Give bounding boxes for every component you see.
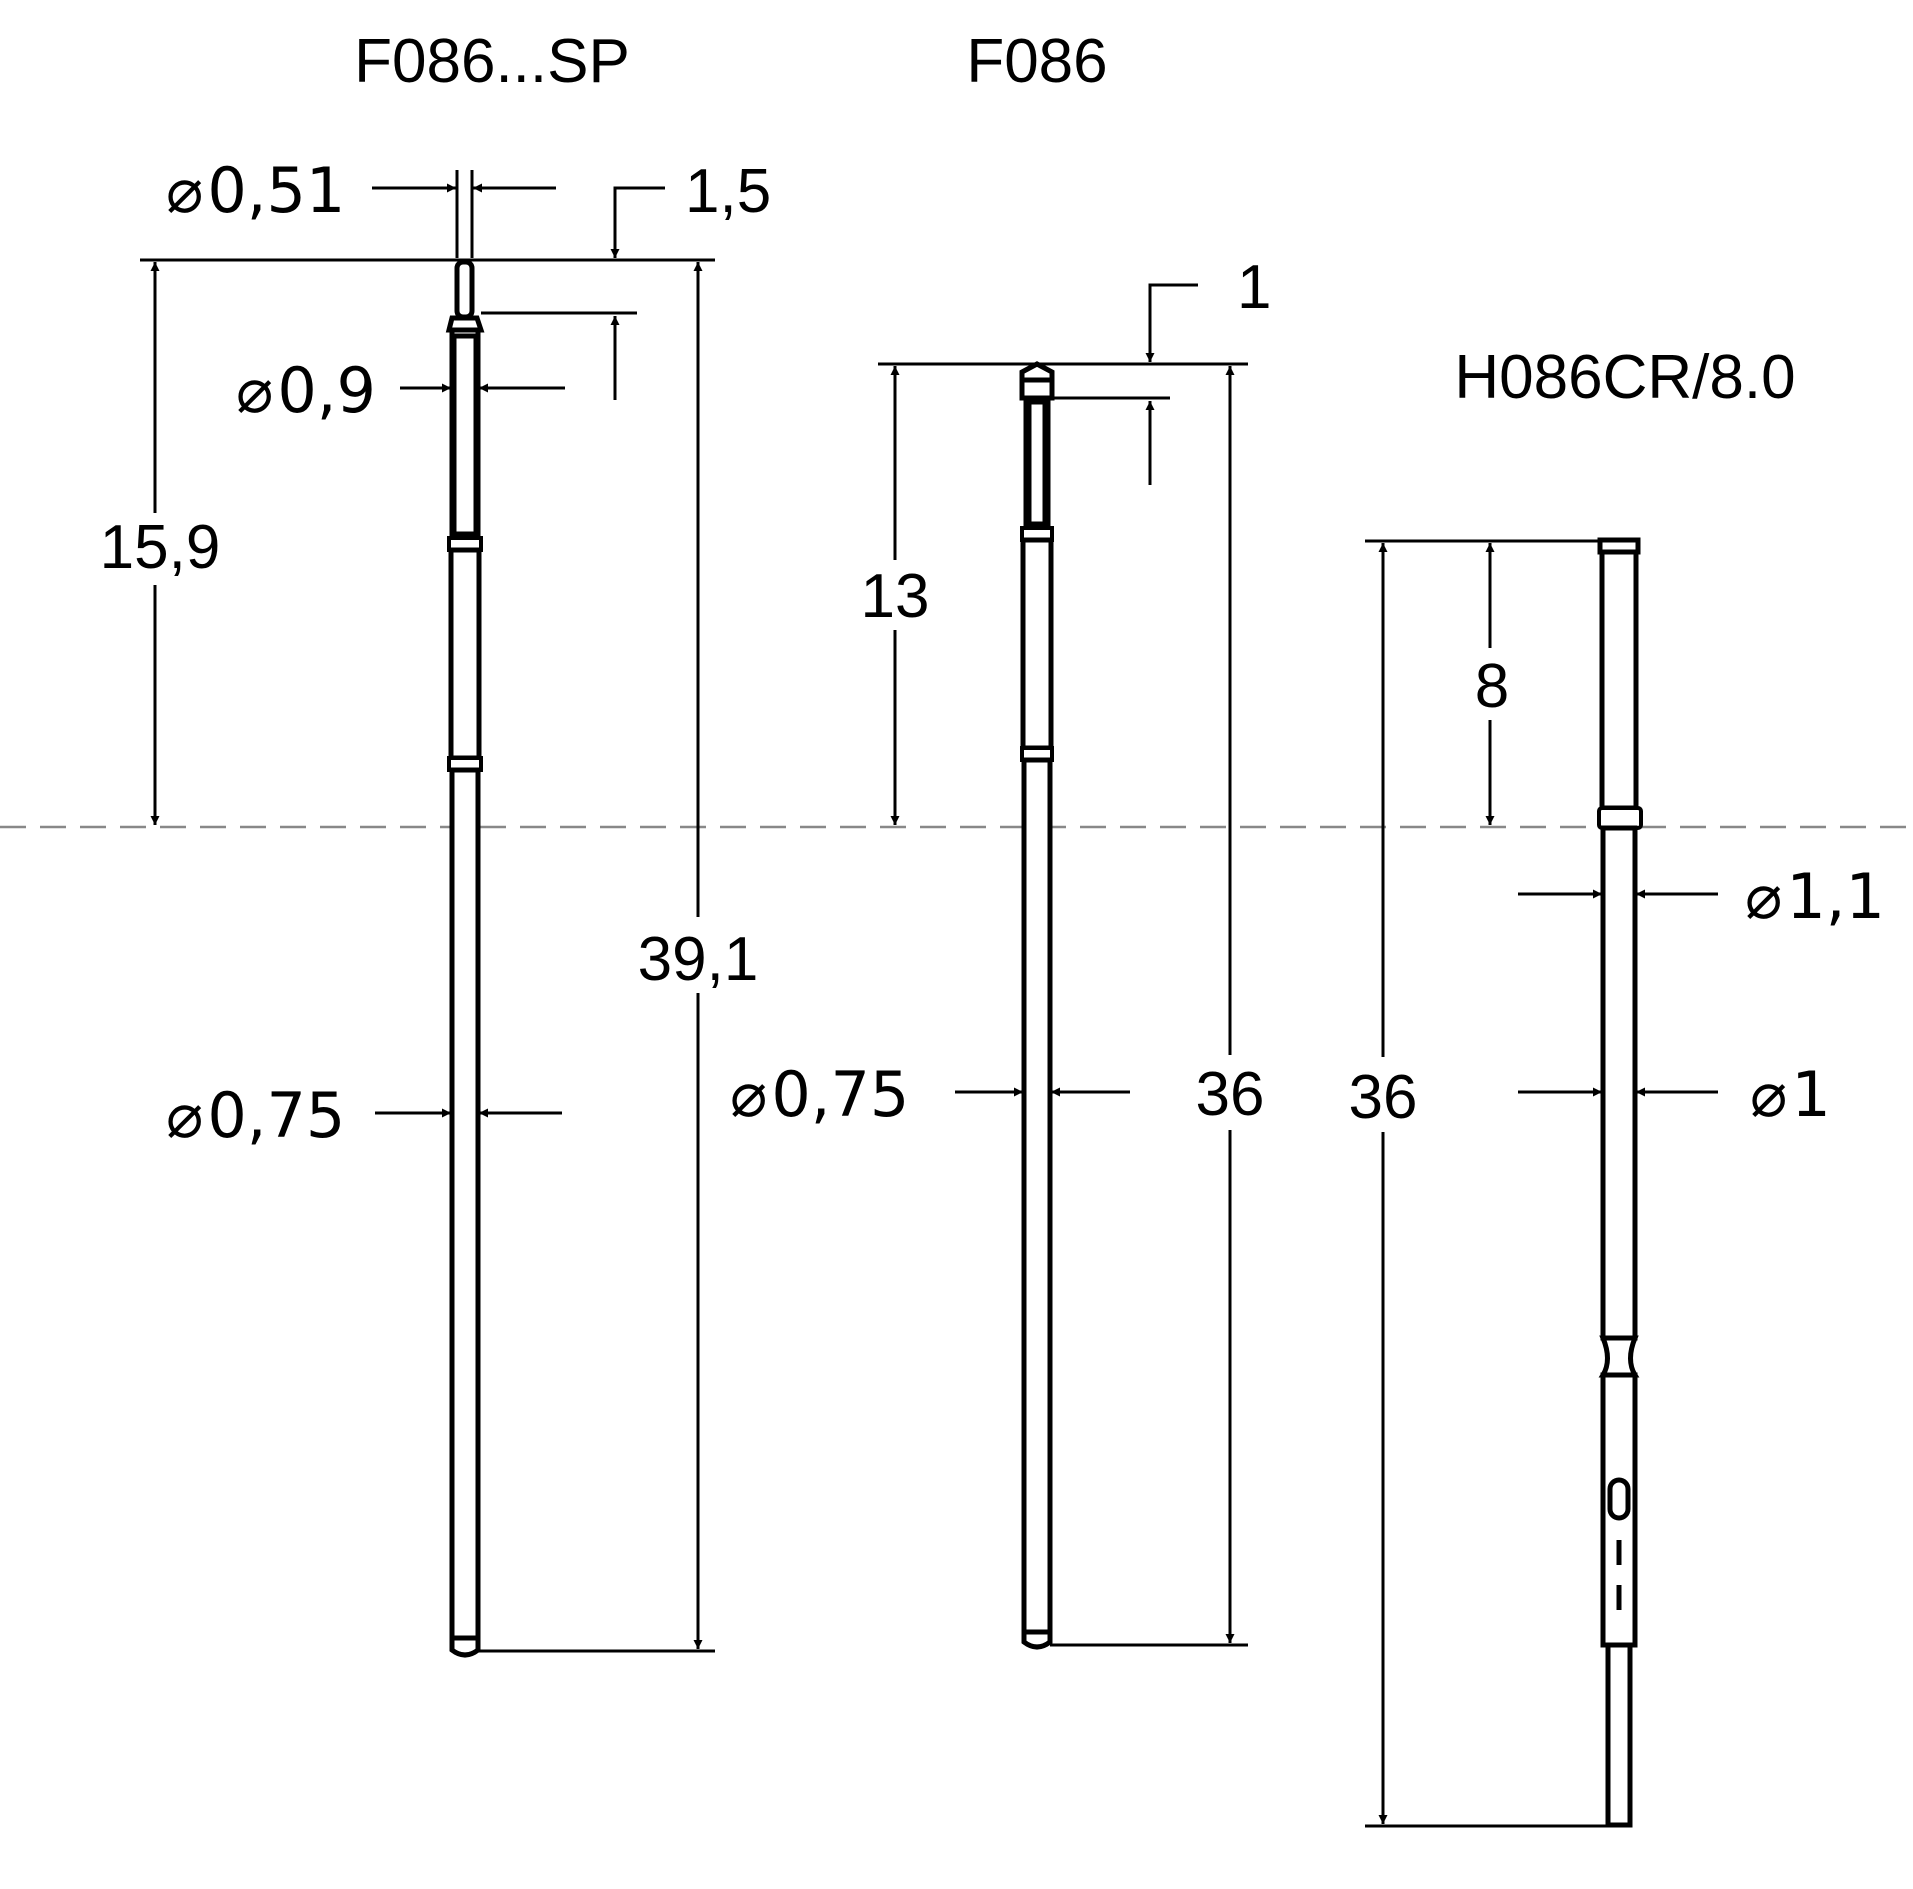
dim-tip-length: 1,5 [685,157,771,226]
dim-tip-diameter: ⌀0,51 [166,154,345,227]
dim-total-length-h086: 36 [1349,1063,1418,1132]
dim-shaft-diameter: ⌀0,75 [166,1079,345,1152]
title-f086: F086 [966,27,1107,96]
dim-stroke-ref: 15,9 [100,513,221,582]
dim-total-length: 39,1 [638,925,759,994]
part-h086: H086CR/8.0 36 [1349,343,1885,1828]
title-h086: H086CR/8.0 [1454,343,1795,412]
dim-body-diameter: ⌀1 [1750,1058,1831,1131]
title-f086sp: F086...SP [354,27,630,96]
part-f086sp: F086...SP 15,9 [100,27,771,1658]
dim-total-length-f086: 36 [1196,1060,1265,1129]
dim-shaft-diameter-f086: ⌀0,75 [730,1058,909,1131]
probe-f086 [1019,361,1055,1650]
part-f086: F086 13 36 [730,27,1271,1650]
dim-stroke-ref-f086: 13 [861,562,930,631]
dim-collar-diameter: ⌀1,1 [1745,860,1885,933]
dim-head-diameter: ⌀0,9 [236,354,376,427]
dim-tip-length-f086: 1 [1237,253,1271,322]
receptacle-h086 [1597,537,1643,1828]
probe-f086sp [445,259,485,1658]
dim-collar-position: 8 [1475,652,1509,721]
